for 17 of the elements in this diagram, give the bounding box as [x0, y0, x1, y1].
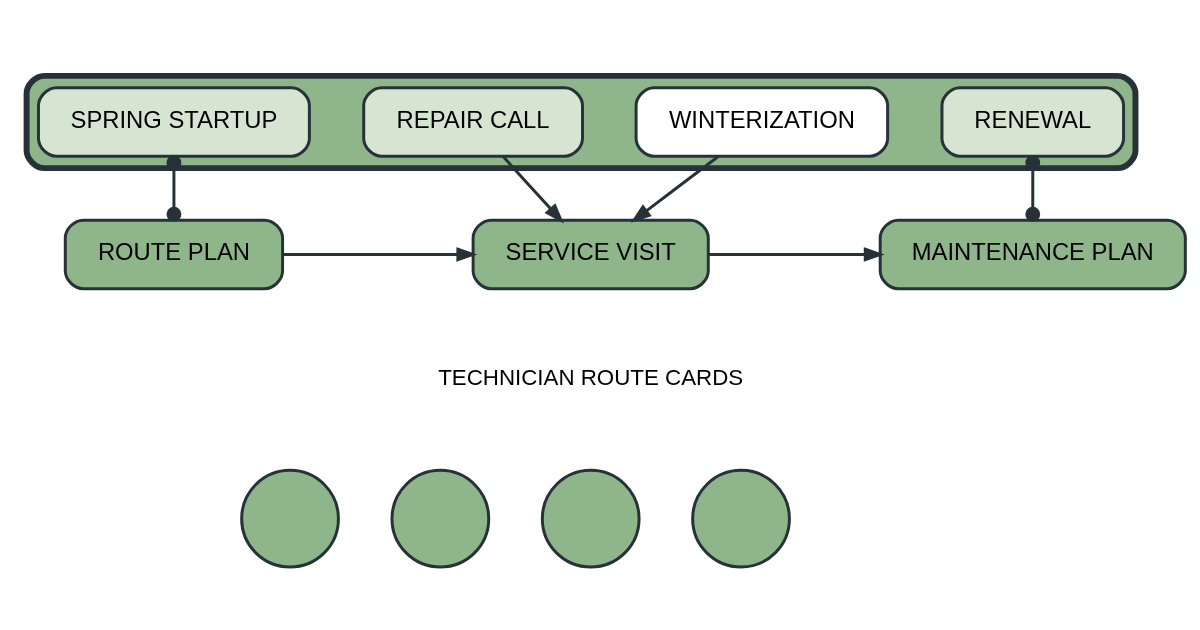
node-box: SPRING STARTUP — [37, 85, 311, 158]
node-circle — [540, 468, 641, 569]
label: TECHNICIAN ROUTE CARDS — [438, 364, 744, 390]
arrow — [282, 246, 478, 262]
node-box: RENEWAL — [940, 85, 1126, 158]
connector — [1025, 154, 1041, 222]
node-box: SERVICE VISIT — [471, 218, 710, 290]
arrow — [708, 246, 885, 262]
node-circle — [390, 468, 491, 569]
node-circle — [240, 468, 340, 569]
node-box: MAINTENANCE PLAN — [878, 218, 1187, 290]
connector — [166, 154, 182, 222]
arrow — [630, 154, 720, 223]
node-box: WINTERIZATION — [634, 85, 890, 158]
node-circle — [691, 468, 791, 569]
node-box: ROUTE PLAN — [63, 218, 285, 290]
node-box: REPAIR CALL — [362, 85, 584, 158]
